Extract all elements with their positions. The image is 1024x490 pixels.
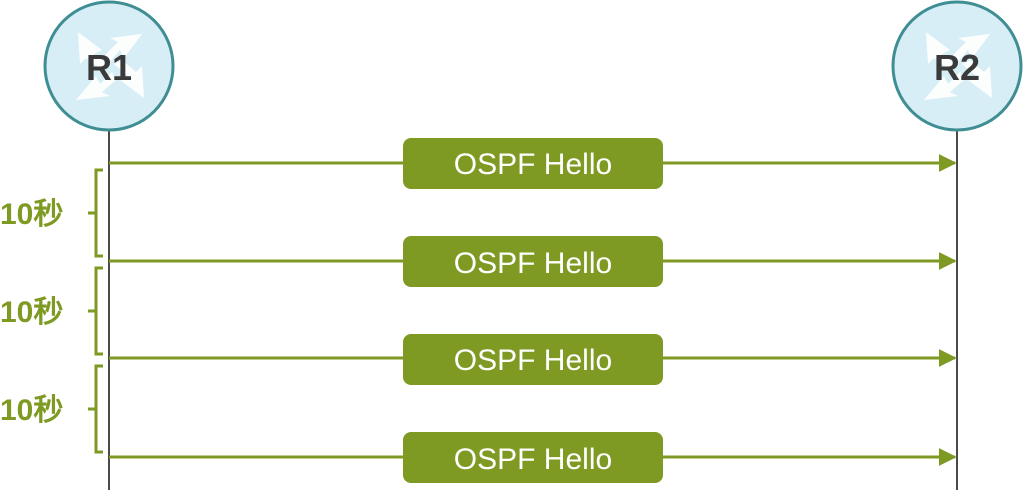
interval-label: 10秒	[0, 394, 63, 427]
hello-message-2: OSPF Hello	[109, 236, 957, 287]
message-box	[403, 236, 663, 287]
message-label: OSPF Hello	[454, 344, 612, 377]
router-icon	[924, 32, 992, 100]
interval-brace	[88, 364, 103, 454]
message-box	[403, 138, 663, 189]
interval-label: 10秒	[0, 198, 63, 231]
router-icon	[76, 32, 144, 100]
hello-message-1: OSPF Hello	[109, 138, 957, 189]
hello-message-3: OSPF Hello	[109, 334, 957, 385]
router-r2: R2	[891, 0, 1023, 132]
hello-message-4: OSPF Hello	[109, 432, 957, 483]
message-label: OSPF Hello	[454, 443, 612, 476]
message-box	[403, 432, 663, 483]
router-r2-label: R2	[934, 47, 980, 88]
router-r1-label: R1	[86, 47, 132, 88]
message-label: OSPF Hello	[454, 148, 612, 181]
interval-2: 10秒	[0, 266, 103, 356]
interval-3: 10秒	[0, 364, 103, 454]
interval-label: 10秒	[0, 296, 63, 329]
interval-1: 10秒	[0, 168, 103, 258]
message-label: OSPF Hello	[454, 247, 612, 280]
interval-brace	[88, 266, 103, 356]
router-r1: R1	[43, 0, 175, 132]
message-box	[403, 334, 663, 385]
interval-brace	[88, 168, 103, 258]
